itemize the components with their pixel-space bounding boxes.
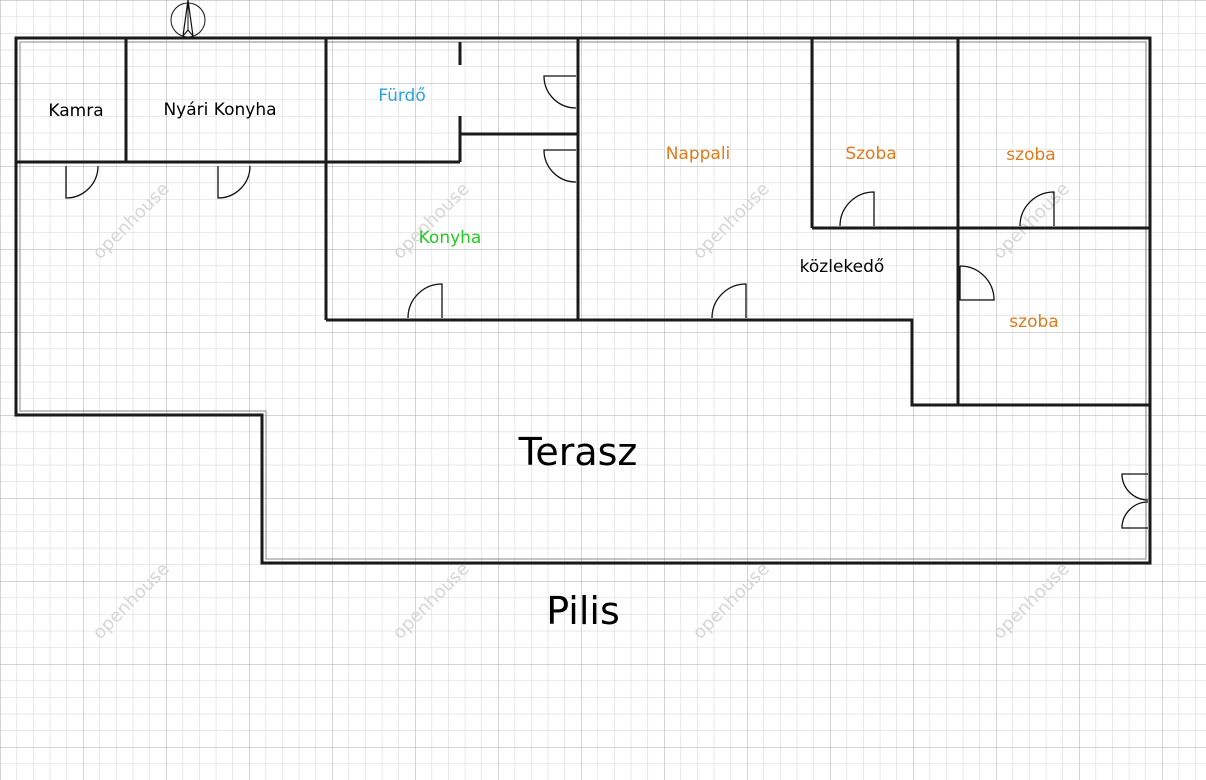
room-label-nyari-konyha: Nyári Konyha <box>163 100 276 120</box>
doors <box>65 75 1149 529</box>
room-label-furdo: Fürdő <box>378 86 426 106</box>
door-icon <box>959 265 995 301</box>
door-icon <box>1019 191 1055 227</box>
outer-wall <box>14 36 1152 565</box>
room-label-konyha: Konyha <box>419 228 482 248</box>
door-icon <box>711 283 747 319</box>
door-icon <box>217 165 251 199</box>
room-labels: Kamra Nyári Konyha Fürdő Nappali Szoba s… <box>48 86 1058 633</box>
outer-wall-inner-line <box>19 41 1147 560</box>
walls <box>14 36 1152 565</box>
door-icon <box>1121 501 1149 529</box>
room-label-szoba-3: szoba <box>1009 312 1058 332</box>
room-label-kamra: Kamra <box>48 101 103 121</box>
room-label-terasz: Terasz <box>518 430 638 474</box>
door-icon <box>543 75 577 109</box>
door-icon <box>407 283 443 319</box>
room-label-kozlekedo: közlekedő <box>800 257 885 277</box>
room-label-szoba-1: Szoba <box>845 144 896 164</box>
door-icon <box>1121 473 1149 501</box>
wall-living-bottom <box>326 318 1150 407</box>
room-label-szoba-2: szoba <box>1006 145 1055 165</box>
door-icon <box>65 165 99 199</box>
door-icon <box>543 149 577 183</box>
room-label-nappali: Nappali <box>666 144 731 164</box>
door-icon <box>839 191 875 227</box>
plan-caption: Pilis <box>546 589 620 633</box>
